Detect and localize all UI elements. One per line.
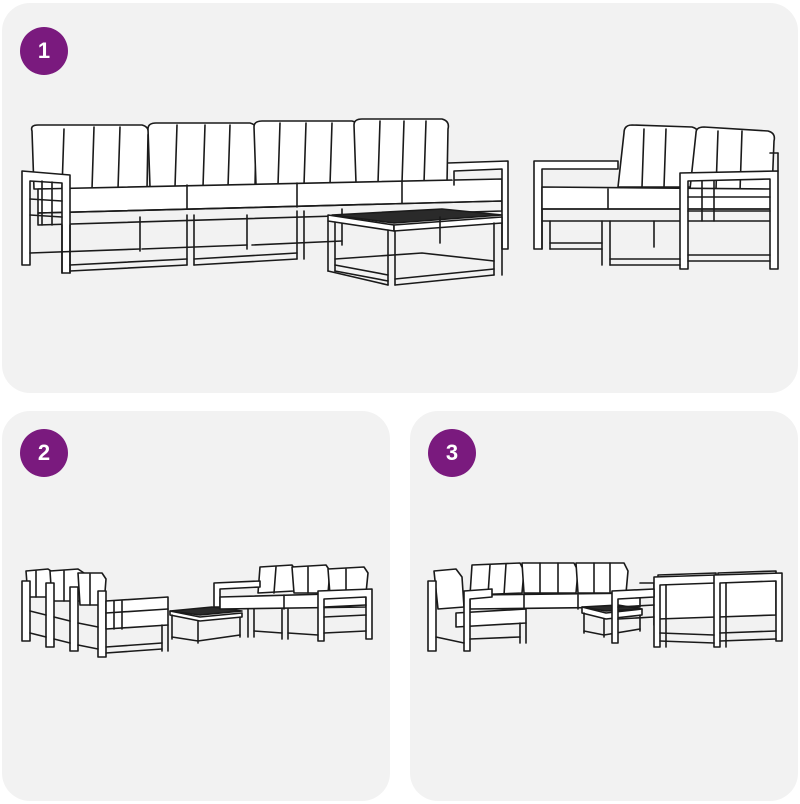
step-number-badge: 3: [428, 429, 476, 477]
step-panel-2: 2: [2, 411, 390, 801]
back-cushions-row: [30, 118, 450, 190]
coffee-table: [327, 208, 503, 286]
sofa-set-illustration-large: [21, 118, 779, 286]
step-number-badge: 2: [20, 429, 68, 477]
center-coffee-table: [169, 606, 243, 644]
step-number-badge: 1: [20, 27, 68, 75]
step-panel-3: 3: [410, 411, 798, 801]
sofa-set-illustration-layout-3: [427, 562, 783, 652]
right-chairs: [611, 570, 783, 648]
left-chair: [427, 568, 527, 652]
right-sofa-group: [213, 564, 373, 642]
step-panel-1: 1: [2, 3, 798, 393]
corner-sofa-section: [533, 124, 779, 270]
left-corner-group: [21, 568, 169, 658]
sofa-set-illustration-layout-2: [21, 564, 373, 658]
